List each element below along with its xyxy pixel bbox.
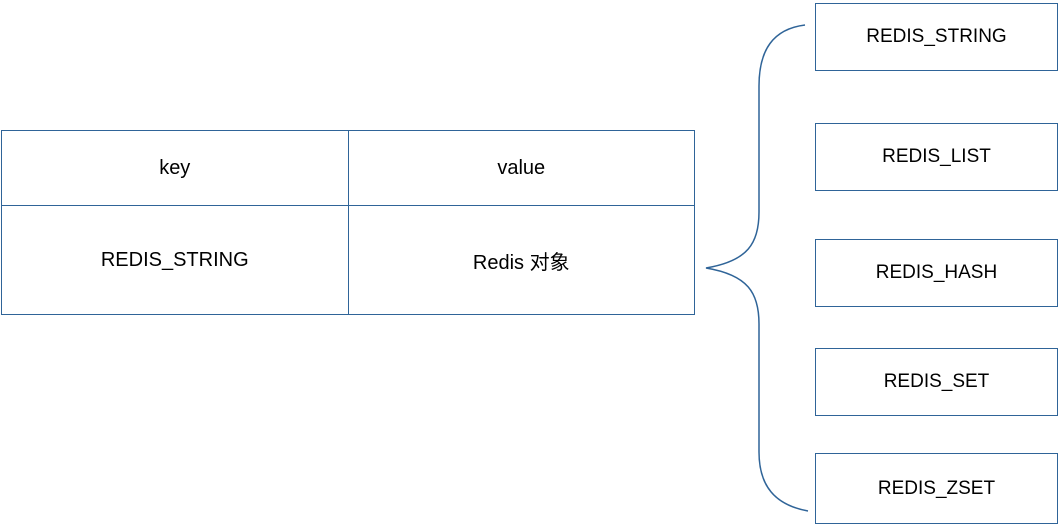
table-header-row: key value [1,130,695,206]
type-box-redis-set: REDIS_SET [815,348,1058,416]
type-box-redis-string-label: REDIS_STRING [866,26,1007,47]
type-box-redis-set-label: REDIS_SET [883,371,990,392]
table-header-key: key [1,130,349,206]
type-box-redis-string: REDIS_STRING [815,3,1058,71]
type-box-redis-hash-label: REDIS_HASH [875,262,998,283]
table-data-row: REDIS_STRING Redis 对象 [1,205,695,315]
type-box-redis-list: REDIS_LIST [815,123,1058,191]
type-box-redis-zset-label: REDIS_ZSET [877,477,996,499]
table-header-value: value [347,130,695,206]
table-cell-key: REDIS_STRING [1,205,349,315]
type-box-redis-zset: REDIS_ZSET [815,453,1058,524]
key-value-table: key value REDIS_STRING Redis 对象 [1,130,695,315]
type-box-redis-list-label: REDIS_LIST [882,146,991,167]
table-cell-value: Redis 对象 [347,205,695,315]
type-box-redis-hash: REDIS_HASH [815,239,1058,307]
